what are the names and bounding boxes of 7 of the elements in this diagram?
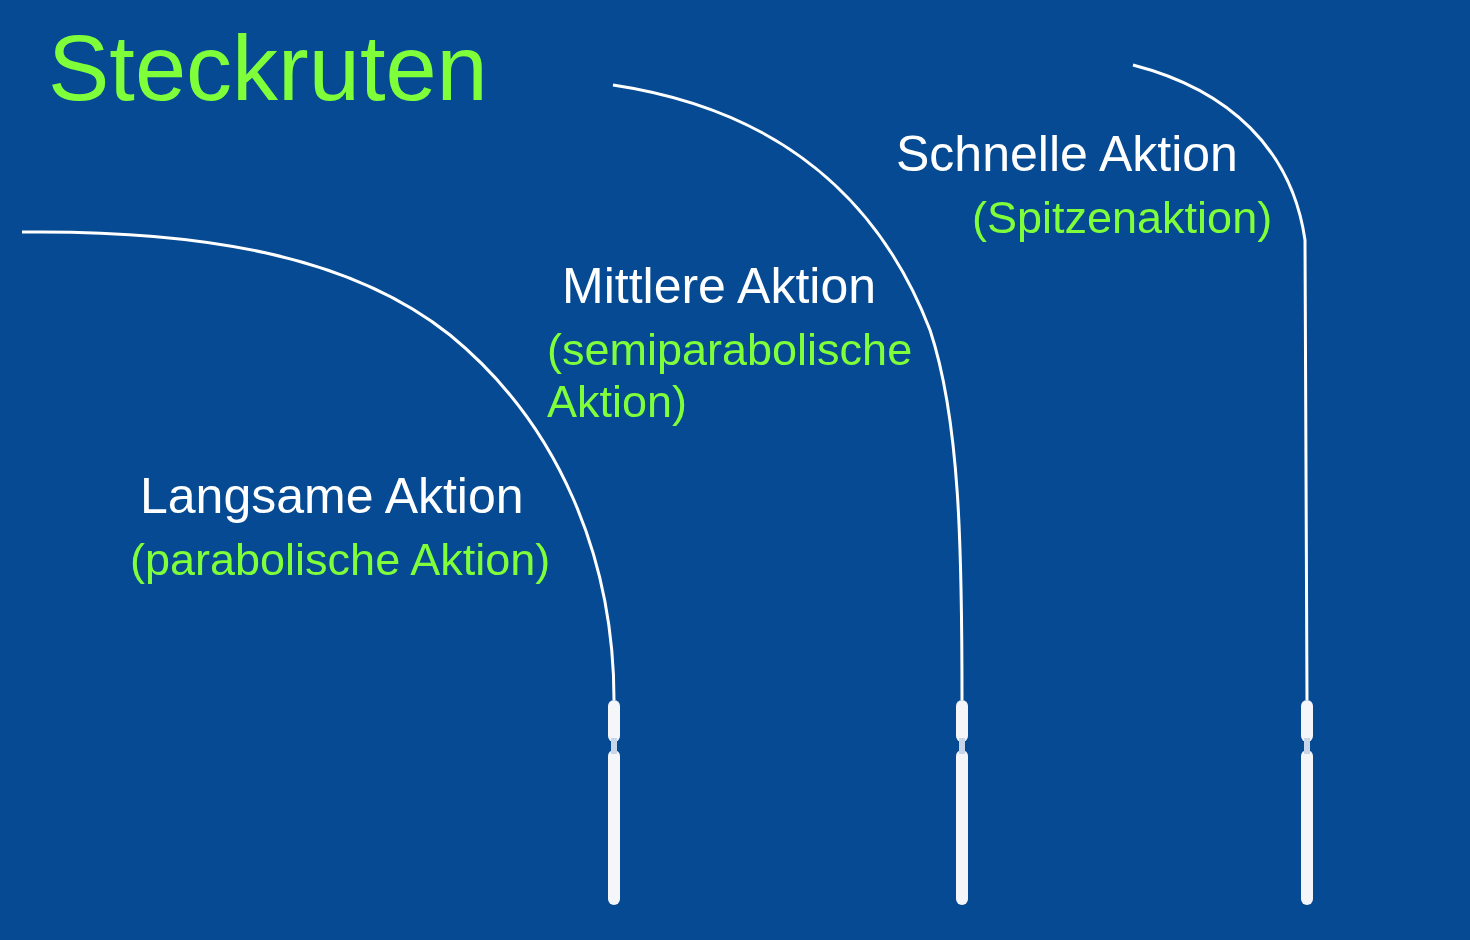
title: Steckruten (48, 18, 488, 120)
rod-action-note: (Spitzenaktion) (972, 192, 1273, 244)
rod-action-label: Langsame Aktion (140, 468, 524, 526)
rod-action-label: Mittlere Aktion (562, 258, 876, 316)
rod-action-note: (semiparabolische Aktion) (547, 324, 914, 428)
rod-action-note: (parabolische Aktion) (130, 534, 551, 586)
rod-action-label: Schnelle Aktion (896, 126, 1238, 184)
